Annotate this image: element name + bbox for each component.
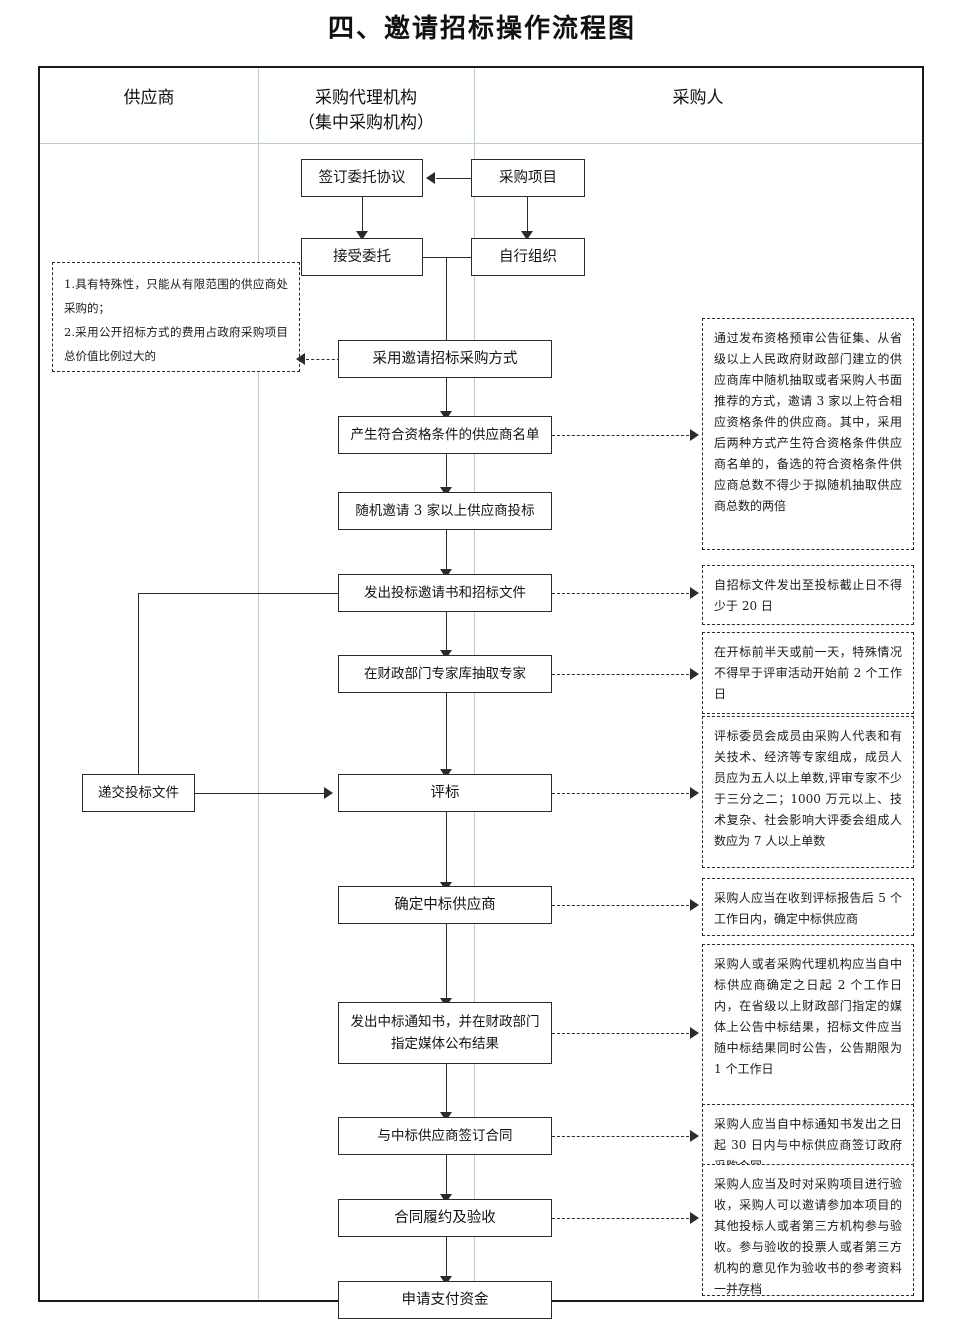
flowchart-frame: 供应商 采购代理机构 （集中采购机构） 采购人 签订委托协议 采购项目 接受委托… (38, 66, 924, 1319)
node-accept-entrust[interactable]: 接受委托 (301, 238, 423, 276)
column-header-buyer: 采购人 (672, 88, 724, 108)
connector-left-rail-down (138, 593, 139, 781)
node-submit-bid-docs[interactable]: 递交投标文件 (82, 774, 195, 812)
connector-project-to-sign (436, 178, 471, 179)
arrowhead-acceptance-to-payment (440, 1276, 452, 1285)
connector-project-to-self (527, 197, 528, 237)
column-header-agency-line2: （集中采购机构） (298, 113, 434, 133)
column-header-agency: 采购代理机构 （集中采购机构） (258, 86, 474, 136)
node-draw-experts[interactable]: 在财政部门专家库抽取专家 (338, 655, 552, 693)
note-committee-rule: 评标委员会成员由采购人代表和有关技术、经济等专家组成，成员人员应为五人以上单数,… (702, 716, 914, 868)
connector-join-down (446, 257, 447, 349)
arrowhead-notice-to-note (690, 1027, 699, 1039)
node-self-organize[interactable]: 自行组织 (471, 238, 585, 276)
column-header-supplier: 供应商 (123, 88, 175, 108)
arrowhead-sign-to-accept (356, 231, 368, 240)
connector-issue-to-left-rail (138, 593, 338, 594)
connector-sign-to-accept (362, 197, 363, 237)
node-issue-win-notice[interactable]: 发出中标通知书，并在财政部门指定媒体公布结果 (338, 1002, 552, 1064)
connector-acceptance-to-payment (446, 1237, 447, 1282)
connector-method-to-left-note (306, 359, 340, 360)
arrowhead-evaluate-to-note (690, 787, 699, 799)
node-sign-contract[interactable]: 与中标供应商签订合同 (338, 1117, 552, 1155)
arrowhead-list-to-invite3 (440, 487, 452, 496)
connector-determine-to-note (552, 905, 694, 906)
note-left-line1: 1.具有特殊性，只能从有限范围的供应商处采购的； (64, 277, 288, 315)
column-header-agency-line1: 采购代理机构 (315, 88, 417, 108)
connector-evaluate-to-determine (446, 812, 447, 888)
connector-contract-to-note (552, 1136, 694, 1137)
arrowhead-issue-to-expert (440, 650, 452, 659)
note-bid-deadline-rule: 自招标文件发出至投标截止日不得少于 20 日 (702, 565, 914, 625)
connector-method-to-list (446, 378, 447, 417)
column-divider-1 (258, 68, 259, 1300)
connector-notice-to-note (552, 1033, 694, 1034)
connector-list-to-note (552, 435, 694, 436)
connector-expert-to-note (552, 674, 694, 675)
node-generate-supplier-list[interactable]: 产生符合资格条件的供应商名单 (338, 416, 552, 454)
connector-expert-to-evaluate (446, 693, 447, 775)
connector-issue-to-expert (446, 612, 447, 656)
arrowhead-invite3-to-issue (440, 569, 452, 578)
arrowhead-project-to-sign (426, 172, 435, 184)
connector-acceptance-to-note (552, 1218, 694, 1219)
arrowhead-method-to-list (440, 411, 452, 420)
arrowhead-determine-to-note (690, 899, 699, 911)
note-supplier-list-rule: 通过发布资格预审公告征集、从省级以上人民政府财政部门建立的供应商库中随机抽取或者… (702, 318, 914, 550)
arrowhead-expert-to-note (690, 668, 699, 680)
node-evaluate-bid[interactable]: 评标 (338, 774, 552, 812)
node-apply-payment[interactable]: 申请支付资金 (338, 1281, 552, 1319)
arrowhead-acceptance-to-note (690, 1212, 699, 1224)
note-left-line2: 2.采用公开招标方式的费用占政府采购项目总价值比例过大的 (64, 325, 288, 363)
arrowhead-contract-to-acceptance (440, 1194, 452, 1203)
note-announce-rule: 采购人或者采购代理机构应当自中标供应商确定之日起 2 个工作日内，在省级以上财政… (702, 944, 914, 1126)
note-left-conditions: 1.具有特殊性，只能从有限范围的供应商处采购的； 2.采用公开招标方式的费用占政… (52, 262, 300, 372)
header-rule (40, 143, 922, 144)
node-adopt-invite-method[interactable]: 采用邀请招标采购方式 (338, 340, 552, 378)
node-contract-performance[interactable]: 合同履约及验收 (338, 1199, 552, 1237)
connector-list-to-invite3 (446, 454, 447, 493)
connector-submit-to-evaluate (195, 793, 326, 794)
connector-invite3-to-issue (446, 530, 447, 575)
connector-evaluate-to-note (552, 793, 694, 794)
note-acceptance-rule: 采购人应当及时对采购项目进行验收，采购人可以邀请参加本项目的其他投标人或者第三方… (702, 1164, 914, 1296)
node-sign-entrust[interactable]: 签订委托协议 (301, 159, 423, 197)
arrowhead-expert-to-evaluate (440, 769, 452, 778)
node-determine-winner[interactable]: 确定中标供应商 (338, 886, 552, 924)
note-expert-draw-rule: 在开标前半天或前一天，特殊情况不得早于评审活动开始前 2 个工作日 (702, 632, 914, 714)
page-title: 四、邀请招标操作流程图 (327, 14, 636, 44)
connector-issue-to-note (552, 593, 694, 594)
arrowhead-list-to-note (690, 429, 699, 441)
node-purchase-project[interactable]: 采购项目 (471, 159, 585, 197)
arrowhead-notice-to-contract (440, 1112, 452, 1121)
connector-accept-self-join (423, 257, 471, 258)
arrowhead-submit-to-evaluate (324, 787, 333, 799)
arrowhead-method-to-left-note (296, 353, 305, 365)
arrowhead-project-to-self (521, 231, 533, 240)
connector-notice-to-contract (446, 1064, 447, 1118)
arrowhead-issue-to-note (690, 587, 699, 599)
node-random-invite-three[interactable]: 随机邀请 3 家以上供应商投标 (338, 492, 552, 530)
arrowhead-contract-to-note (690, 1130, 699, 1142)
note-determine-winner-rule: 采购人应当在收到评标报告后 5 个工作日内，确定中标供应商 (702, 878, 914, 936)
node-issue-invitation-docs[interactable]: 发出投标邀请书和招标文件 (338, 574, 552, 612)
connector-determine-to-notice (446, 924, 447, 1004)
connector-contract-to-acceptance (446, 1155, 447, 1200)
